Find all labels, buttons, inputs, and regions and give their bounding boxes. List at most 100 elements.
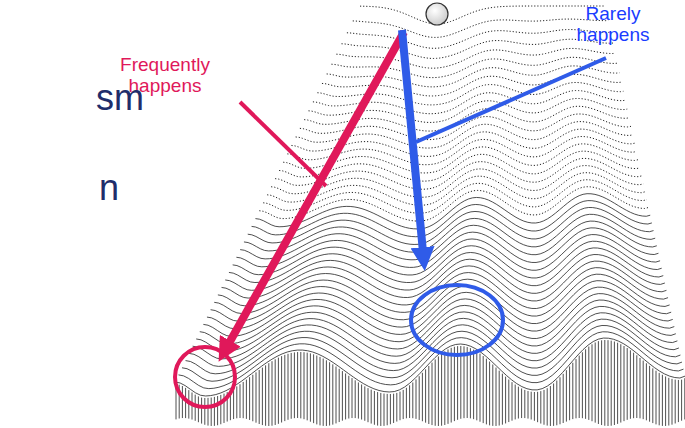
front-hatch-line bbox=[496, 368, 497, 426]
front-hatch-line bbox=[598, 341, 599, 424]
front-hatch-line bbox=[675, 380, 676, 424]
front-hatch-line bbox=[233, 388, 234, 419]
front-hatch-line bbox=[400, 392, 401, 421]
landscape-contours bbox=[175, 6, 685, 396]
contour-line bbox=[252, 201, 652, 237]
front-hatch-line bbox=[384, 394, 385, 426]
contour-line bbox=[186, 319, 681, 374]
front-hatch-line bbox=[352, 378, 353, 418]
front-hatch-line bbox=[672, 379, 673, 425]
front-hatch-line bbox=[364, 386, 365, 420]
front-hatch-line bbox=[368, 388, 369, 422]
front-hatch-line bbox=[665, 376, 666, 425]
front-hatch-line bbox=[435, 359, 436, 425]
front-hatch-line bbox=[256, 372, 257, 422]
front-hatch-line bbox=[467, 347, 468, 418]
front-hatch-line bbox=[236, 386, 237, 418]
front-hatch-line bbox=[489, 362, 490, 426]
contour-line bbox=[341, 39, 613, 58]
front-hatch-line bbox=[592, 344, 593, 421]
front-hatch-line bbox=[422, 373, 423, 421]
front-hatch-line bbox=[563, 374, 564, 423]
front-hatch-line bbox=[620, 344, 621, 422]
front-hatch-line bbox=[310, 353, 311, 421]
contour-line bbox=[200, 294, 675, 344]
front-hatch-line bbox=[550, 386, 551, 426]
front-hatch-line bbox=[464, 346, 465, 418]
front-hatch-line bbox=[531, 392, 532, 420]
front-hatch-line bbox=[262, 368, 263, 425]
front-hatch-line bbox=[403, 390, 404, 419]
front-hatch-line bbox=[396, 393, 397, 422]
front-hatch-line bbox=[528, 391, 529, 419]
front-hatch-line bbox=[380, 393, 381, 426]
front-hatch-line bbox=[211, 398, 212, 426]
front-hatch-line bbox=[537, 392, 538, 422]
front-hatch-line bbox=[473, 350, 474, 420]
front-hatch-line bbox=[185, 388, 186, 418]
contour-line bbox=[179, 332, 684, 389]
contour-line bbox=[347, 30, 611, 49]
front-hatch-line bbox=[409, 385, 410, 418]
front-hatch-line bbox=[336, 367, 337, 424]
front-hatch-line bbox=[332, 364, 333, 424]
front-hatch-line bbox=[515, 385, 516, 420]
rare-path-arrow bbox=[402, 30, 423, 252]
front-hatch-line bbox=[588, 347, 589, 420]
front-hatch-line bbox=[272, 361, 273, 426]
frequent-path-arrow bbox=[228, 32, 404, 345]
front-hatch-line bbox=[294, 352, 295, 418]
front-hatch-line bbox=[441, 354, 442, 426]
front-hatch-line bbox=[240, 384, 241, 418]
front-hatch-line bbox=[281, 356, 282, 422]
front-hatch-line bbox=[307, 353, 308, 421]
front-hatch-line bbox=[374, 391, 375, 425]
rare-valley-circle bbox=[411, 285, 503, 355]
front-hatch-line bbox=[182, 386, 183, 418]
front-hatch-line bbox=[608, 340, 609, 426]
front-hatch-line bbox=[268, 363, 269, 426]
contour-line bbox=[244, 214, 655, 252]
front-hatch-line bbox=[553, 383, 554, 425]
front-hatch-line bbox=[544, 390, 545, 425]
front-hatch-line bbox=[345, 373, 346, 419]
front-hatch-line bbox=[627, 348, 628, 420]
contour-line bbox=[240, 221, 657, 260]
front-hatch-line bbox=[630, 350, 631, 419]
front-hatch-line bbox=[668, 378, 669, 426]
front-hatch-line bbox=[595, 342, 596, 422]
red-leader-line bbox=[240, 102, 326, 186]
front-hatch-line bbox=[611, 341, 612, 426]
front-hatch-line bbox=[416, 379, 417, 418]
front-hatch-line bbox=[649, 366, 650, 422]
front-hatch-line bbox=[243, 382, 244, 418]
front-hatch-line bbox=[659, 373, 660, 425]
front-hatch-line bbox=[252, 375, 253, 421]
front-hatch-line bbox=[480, 354, 481, 422]
contour-line bbox=[336, 48, 615, 68]
front-hatch-line bbox=[323, 359, 324, 426]
front-hatch-line bbox=[499, 371, 500, 426]
annotation-label: Rarely happens bbox=[565, 4, 661, 46]
front-hatch-line bbox=[457, 346, 458, 420]
front-hatch-line bbox=[288, 354, 289, 420]
front-hatch-line bbox=[678, 380, 679, 422]
front-hatch-line bbox=[521, 388, 522, 418]
front-hatch-line bbox=[220, 395, 221, 424]
front-hatch-line bbox=[438, 356, 439, 426]
contour-line bbox=[353, 19, 608, 37]
front-hatch-line bbox=[540, 391, 541, 423]
contour-line bbox=[182, 325, 682, 381]
front-hatch-line bbox=[428, 366, 429, 424]
front-hatch-line bbox=[275, 359, 276, 425]
front-hatch-line bbox=[291, 353, 292, 419]
front-hatch-line bbox=[425, 369, 426, 422]
front-hatch-line bbox=[204, 398, 205, 425]
front-hatch-line bbox=[512, 382, 513, 421]
contour-line bbox=[248, 207, 654, 244]
front-hatch-line bbox=[454, 347, 455, 421]
front-hatch-line bbox=[486, 359, 487, 425]
front-hatch-line bbox=[576, 359, 577, 418]
front-hatch-line bbox=[387, 394, 388, 425]
